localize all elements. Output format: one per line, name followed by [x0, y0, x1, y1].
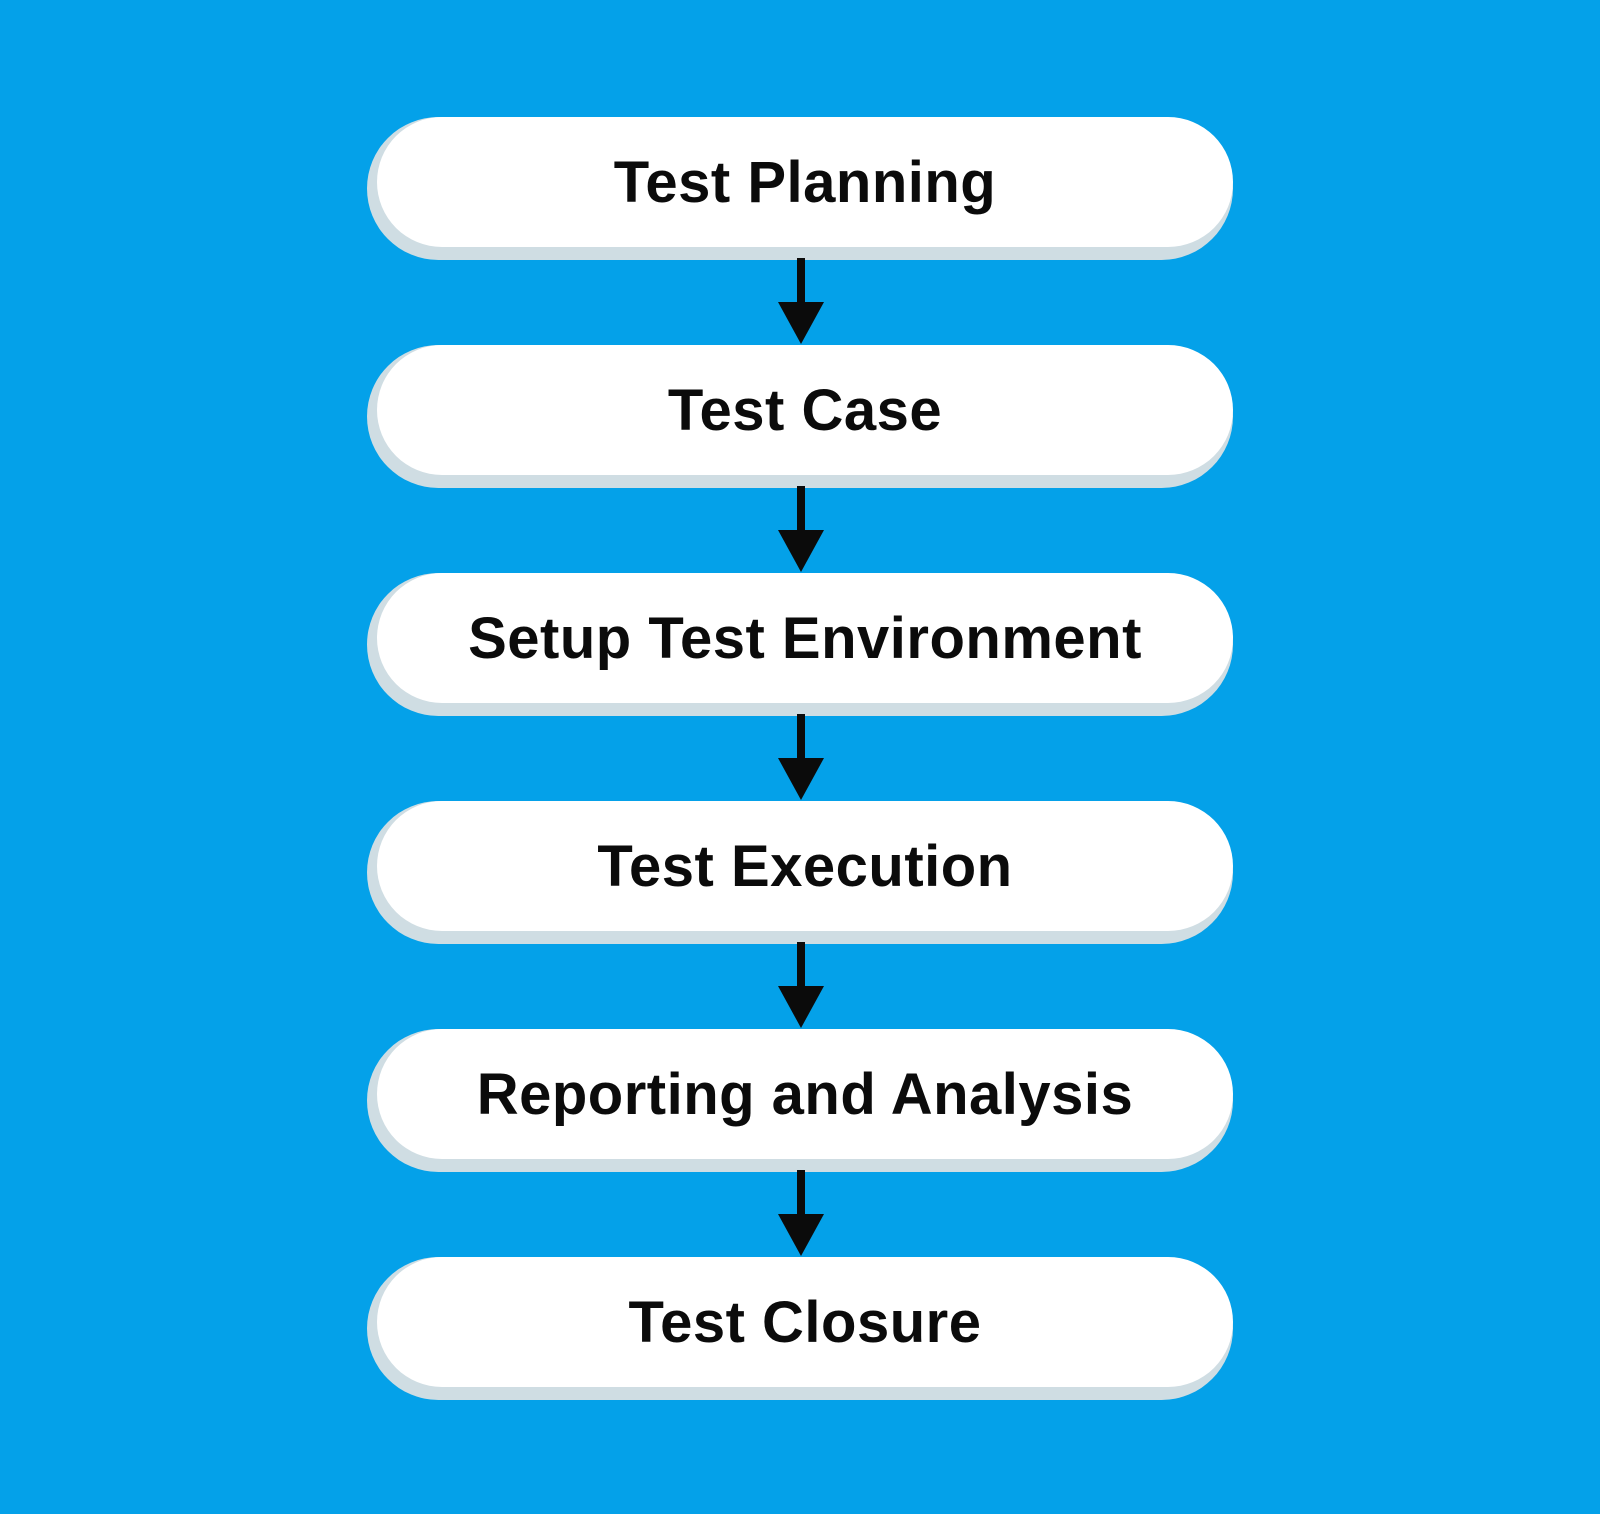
- arrow-shaft: [797, 486, 805, 532]
- step-test-closure: Test Closure: [367, 1257, 1233, 1400]
- step-setup-test-environment: Setup Test Environment: [367, 573, 1233, 716]
- step-label: Test Closure: [628, 1289, 982, 1355]
- arrow-head: [778, 530, 824, 572]
- arrow-shaft: [797, 258, 805, 304]
- step-box: Test Execution: [377, 801, 1233, 931]
- step-box: Test Case: [377, 345, 1233, 475]
- arrow-shaft: [797, 942, 805, 988]
- arrow-head: [778, 1214, 824, 1256]
- step-box: Test Closure: [377, 1257, 1233, 1387]
- step-box: Reporting and Analysis: [377, 1029, 1233, 1159]
- step-box: Setup Test Environment: [377, 573, 1233, 703]
- step-reporting-and-analysis: Reporting and Analysis: [367, 1029, 1233, 1172]
- step-test-execution: Test Execution: [367, 801, 1233, 944]
- arrow-shaft: [797, 714, 805, 760]
- down-arrow-connector: [778, 1170, 824, 1256]
- step-label: Test Case: [667, 377, 943, 443]
- arrow-head: [778, 758, 824, 800]
- down-arrow-connector: [778, 258, 824, 344]
- arrow-head: [778, 302, 824, 344]
- down-arrow-connector: [778, 942, 824, 1028]
- arrow-shaft: [797, 1170, 805, 1216]
- step-label: Test Planning: [613, 149, 997, 215]
- step-test-planning: Test Planning: [367, 117, 1233, 260]
- down-arrow-connector: [778, 714, 824, 800]
- step-box: Test Planning: [377, 117, 1233, 247]
- arrow-head: [778, 986, 824, 1028]
- step-label: Setup Test Environment: [468, 605, 1142, 671]
- step-label: Reporting and Analysis: [476, 1061, 1134, 1127]
- down-arrow-connector: [778, 486, 824, 572]
- step-test-case: Test Case: [367, 345, 1233, 488]
- step-label: Test Execution: [597, 833, 1013, 899]
